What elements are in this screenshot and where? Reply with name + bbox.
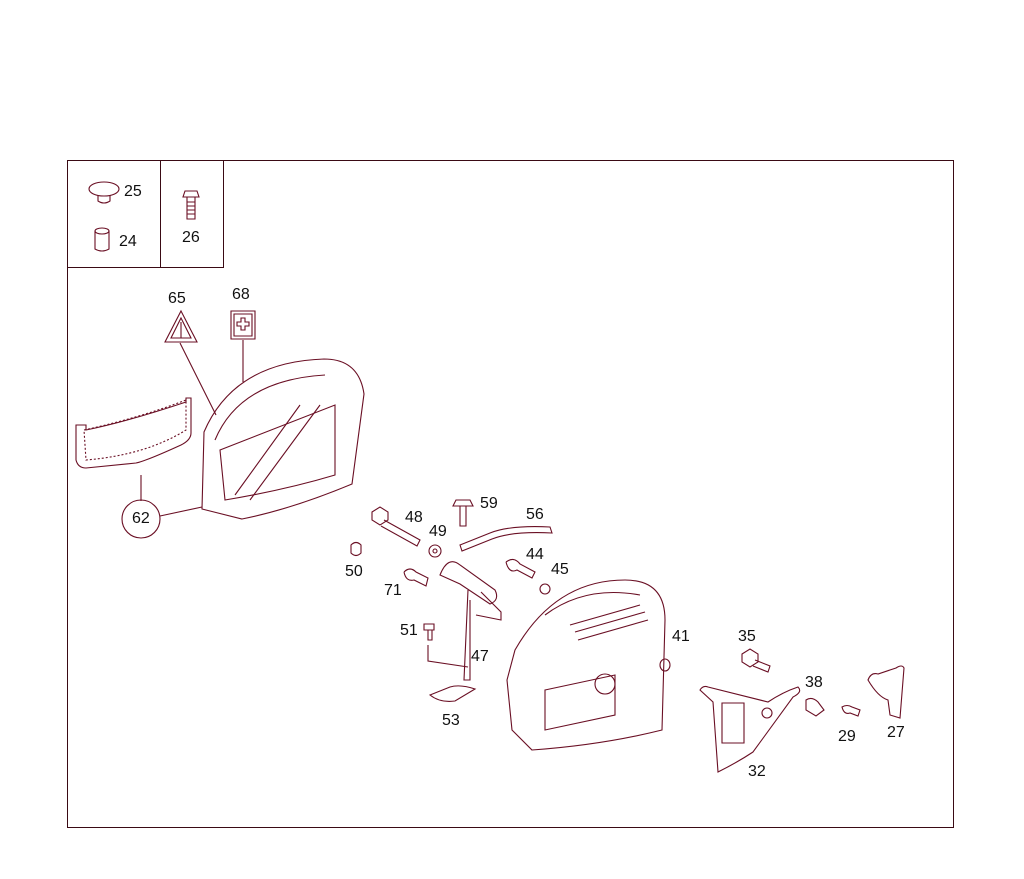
bolt-icon-35	[742, 649, 770, 672]
part-label: 44	[526, 546, 544, 563]
sleeve-icon-38	[806, 698, 824, 716]
sleeve-icon	[95, 228, 109, 251]
part-label: 24	[119, 233, 137, 250]
part-label: 49	[429, 523, 447, 540]
clip-icon	[89, 182, 119, 203]
net-icon	[76, 398, 191, 468]
bracket-icon	[700, 686, 800, 772]
part-label: 48	[405, 509, 423, 526]
part-label: 32	[748, 763, 766, 780]
part-label: 27	[887, 724, 905, 741]
warning-triangle-icon	[165, 311, 197, 342]
cover-panel-icon	[202, 359, 364, 519]
part-label: 25	[124, 183, 142, 200]
trim-panel-icon	[507, 580, 670, 750]
part-label: 53	[442, 712, 460, 729]
bolt-icon-26	[183, 191, 199, 219]
part-label: 56	[526, 506, 544, 523]
diagram-frame	[67, 160, 954, 828]
part-label: 50	[345, 563, 363, 580]
part-label: 38	[805, 674, 823, 691]
holder-icon-27	[868, 666, 904, 718]
part-label: 45	[551, 561, 569, 578]
part-label: 65	[168, 290, 186, 307]
screw-icon-29	[842, 706, 860, 717]
part-label-circled: 62	[132, 510, 150, 527]
part-label: 29	[838, 728, 856, 745]
part-label: 26	[182, 229, 200, 246]
part-label: 68	[232, 286, 250, 303]
part-label: 71	[384, 582, 402, 599]
part-label: 47	[471, 648, 489, 665]
part-label: 59	[480, 495, 498, 512]
inset-box-bolt	[160, 160, 224, 268]
part-label: 35	[738, 628, 756, 645]
part-label: 41	[672, 628, 690, 645]
part-label: 51	[400, 622, 418, 639]
first-aid-icon	[231, 311, 255, 339]
hardware-group	[351, 500, 552, 701]
